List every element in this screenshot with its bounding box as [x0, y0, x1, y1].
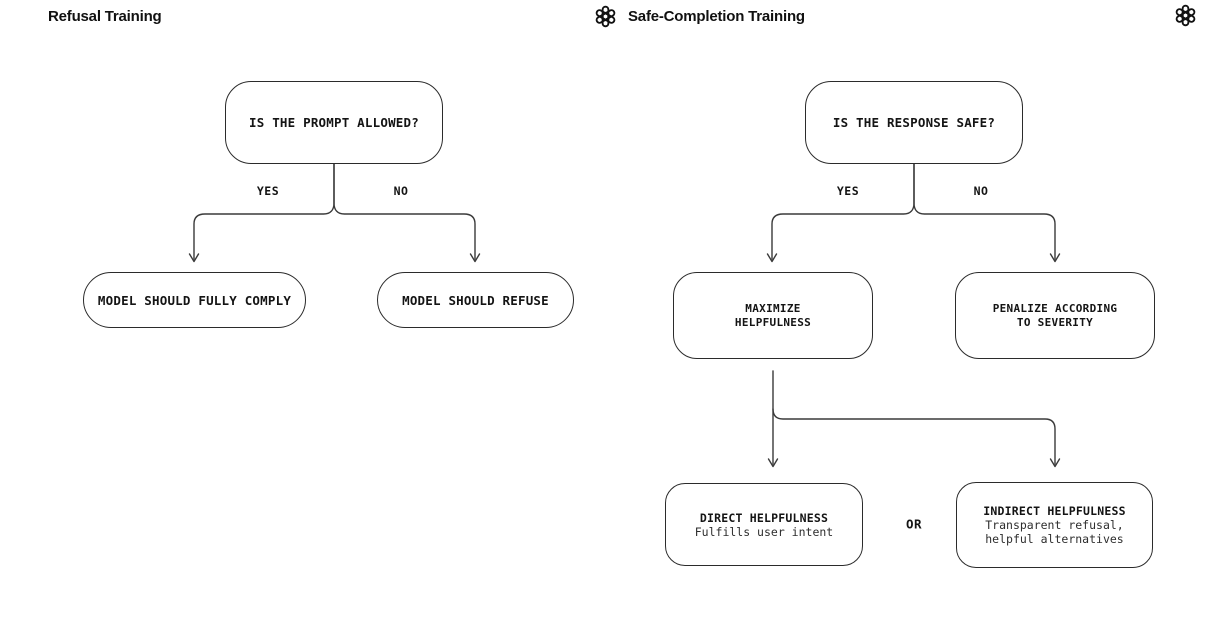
indirect-helpfulness-node: INDIRECT HELPFULNESS Transparent refusal… [956, 482, 1153, 568]
node-label: MAXIMIZE HELPFULNESS [734, 302, 812, 329]
arrow-down-icon [188, 253, 200, 263]
arrow-down-icon [469, 253, 481, 263]
or-label: OR [905, 516, 923, 532]
refusal-refuse-node: MODEL SHOULD REFUSE [377, 272, 574, 328]
refusal-yes-label: YES [256, 184, 280, 198]
node-subtitle: Transparent refusal, helpful alternative… [985, 518, 1124, 546]
right-chart-title: Safe-Completion Training [628, 8, 805, 25]
node-label: MODEL SHOULD REFUSE [402, 292, 549, 308]
node-label: PENALIZE ACCORDING TO SEVERITY [992, 302, 1118, 329]
node-subtitle: Fulfills user intent [694, 524, 834, 539]
openai-logo-icon [594, 5, 617, 28]
refusal-root-node: IS THE PROMPT ALLOWED? [225, 81, 443, 164]
safe-split-connector [766, 163, 1061, 263]
openai-corner-logo-icon [1174, 4, 1197, 27]
arrow-down-icon [1049, 458, 1061, 468]
refusal-split-connector [188, 163, 481, 263]
refusal-no-label: NO [393, 184, 409, 198]
node-title: DIRECT HELPFULNESS [699, 510, 829, 525]
node-title: INDIRECT HELPFULNESS [983, 504, 1126, 518]
arrow-down-icon [767, 458, 779, 468]
maximize-helpfulness-node: MAXIMIZE HELPFULNESS [673, 272, 873, 359]
node-label: IS THE RESPONSE SAFE? [832, 115, 996, 130]
arrow-down-icon [1049, 253, 1061, 263]
safe-yes-label: YES [836, 184, 860, 198]
safe-no-label: NO [973, 184, 989, 198]
refusal-comply-node: MODEL SHOULD FULLY COMPLY [83, 272, 306, 328]
arrow-down-icon [766, 253, 778, 263]
node-label: MODEL SHOULD FULLY COMPLY [97, 292, 292, 308]
penalize-severity-node: PENALIZE ACCORDING TO SEVERITY [955, 272, 1155, 359]
node-label: IS THE PROMPT ALLOWED? [249, 115, 419, 130]
direct-helpfulness-node: DIRECT HELPFULNESS Fulfills user intent [665, 483, 863, 566]
helpfulness-split-connector [767, 370, 1061, 468]
left-chart-title: Refusal Training [48, 8, 162, 25]
safe-root-node: IS THE RESPONSE SAFE? [805, 81, 1023, 164]
